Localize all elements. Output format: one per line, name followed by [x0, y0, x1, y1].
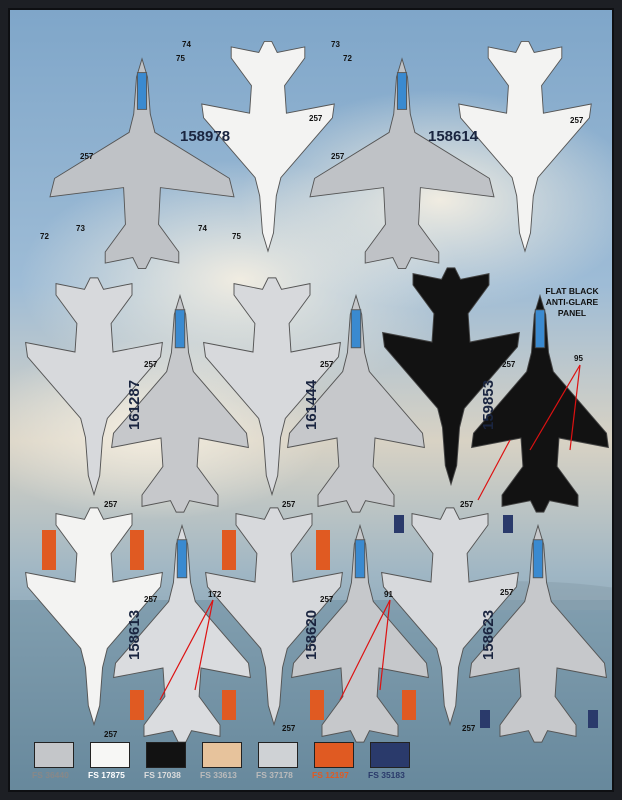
flat-black-note: FLAT BLACK ANTI-GLARE PANEL — [545, 286, 599, 318]
callout-73: 73 — [331, 40, 340, 49]
chip-fs17038-label: FS 17038 — [144, 770, 181, 780]
serial-158978: 158978 — [180, 128, 231, 145]
callout-74: 74 — [182, 40, 191, 49]
callout-91: 91 — [384, 590, 393, 599]
callout-72: 72 — [40, 232, 49, 241]
serial-158614: 158614 — [428, 128, 479, 145]
callout-75: 75 — [232, 232, 241, 241]
chip-fs12197-label: FS 12197 — [312, 770, 349, 780]
callout-257: 257 — [282, 724, 296, 733]
chip-fs33613-label: FS 33613 — [200, 770, 237, 780]
callout-257: 257 — [320, 360, 334, 369]
callout-95: 95 — [574, 354, 583, 363]
chip-fs35183 — [370, 742, 410, 768]
serial-158623: 158623 — [480, 609, 497, 660]
aircraft-158614-top — [309, 58, 495, 270]
callout-257: 257 — [309, 114, 323, 123]
decal-sheet: 158978 158614 161287 161444 159853 15861… — [8, 8, 614, 792]
callout-257: 257 — [282, 500, 296, 509]
chip-fs17038 — [146, 742, 186, 768]
chip-fs12197 — [314, 742, 354, 768]
callout-257: 257 — [331, 152, 345, 161]
callout-257: 257 — [320, 595, 334, 604]
chip-fs37178 — [258, 742, 298, 768]
callout-257: 257 — [462, 724, 476, 733]
serial-161287: 161287 — [126, 379, 143, 430]
callout-257: 257 — [570, 116, 584, 125]
serial-158613: 158613 — [126, 609, 143, 660]
callout-257: 257 — [460, 500, 474, 509]
callout-257: 257 — [144, 595, 158, 604]
aircraft-158978-top — [49, 58, 235, 270]
chip-fs36440 — [34, 742, 74, 768]
chip-fs35183-label: FS 35183 — [368, 770, 405, 780]
aircraft-159853-top — [471, 295, 609, 513]
aircraft-158623-top — [469, 525, 607, 743]
serial-158620: 158620 — [303, 609, 320, 660]
callout-74: 74 — [198, 224, 207, 233]
chip-fs33613 — [202, 742, 242, 768]
chip-fs37178-label: FS 37178 — [256, 770, 293, 780]
callout-257: 257 — [144, 360, 158, 369]
serial-159853: 159853 — [480, 379, 497, 430]
serial-161444: 161444 — [303, 379, 320, 430]
callout-172: 172 — [208, 590, 222, 599]
aircraft-161287-top — [111, 295, 249, 513]
sheet-background — [10, 10, 612, 790]
chip-fs17875 — [90, 742, 130, 768]
callout-257: 257 — [104, 730, 118, 739]
callout-257: 257 — [502, 360, 516, 369]
callout-257: 257 — [80, 152, 94, 161]
callout-73: 73 — [76, 224, 85, 233]
aircraft-161444-top — [287, 295, 425, 513]
aircraft-158613-top — [113, 525, 251, 743]
callout-257: 257 — [104, 500, 118, 509]
aircraft-158620-top — [291, 525, 429, 743]
chip-fs36440-label: FS 36440 — [32, 770, 69, 780]
callout-257: 257 — [500, 588, 514, 597]
callout-72: 72 — [343, 54, 352, 63]
callout-75: 75 — [176, 54, 185, 63]
chip-fs17875-label: FS 17875 — [88, 770, 125, 780]
